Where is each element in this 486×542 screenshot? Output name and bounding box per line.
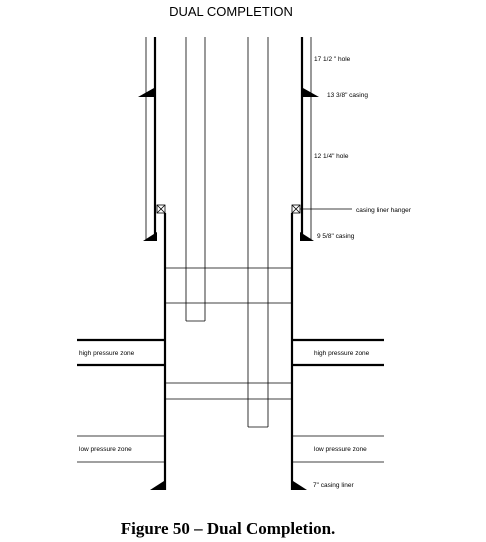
label-casing-9: 9 5/8" casing — [317, 233, 355, 240]
casing-13-left-shoe — [138, 88, 154, 97]
casing-9-left-shoe — [143, 232, 157, 241]
figure-caption: Figure 50 – Dual Completion. — [121, 519, 336, 538]
low-pressure-zone-left — [77, 435, 165, 463]
label-hp-right: high pressure zone — [314, 350, 370, 357]
label-hole-17: 17 1/2 " hole — [314, 56, 351, 63]
upper-packer — [165, 267, 292, 304]
label-hole-12: 12 1/4" hole — [314, 153, 349, 160]
casing-13-right-shoe — [303, 88, 319, 97]
label-liner-hanger: casing liner hanger — [356, 207, 412, 214]
high-pressure-zone-left — [77, 338, 165, 367]
label-lp-left: low pressure zone — [79, 446, 132, 453]
low-pressure-zone-right — [292, 435, 384, 463]
liner-hanger-left-icon — [156, 204, 166, 214]
liner-7-right-shoe — [293, 481, 307, 490]
label-hp-left: high pressure zone — [79, 350, 135, 357]
liner-7-left-shoe — [150, 481, 164, 490]
diagram-title: DUAL COMPLETION — [169, 4, 293, 19]
high-pressure-zone-right — [292, 338, 384, 367]
label-lp-right: low pressure zone — [314, 446, 367, 453]
casing-9-right-shoe — [300, 232, 314, 241]
liner-hanger-right-icon — [291, 204, 301, 214]
label-casing-13: 13 3/8" casing — [327, 92, 368, 99]
label-liner-7: 7" casing liner — [313, 482, 354, 489]
lower-packer — [165, 382, 292, 400]
